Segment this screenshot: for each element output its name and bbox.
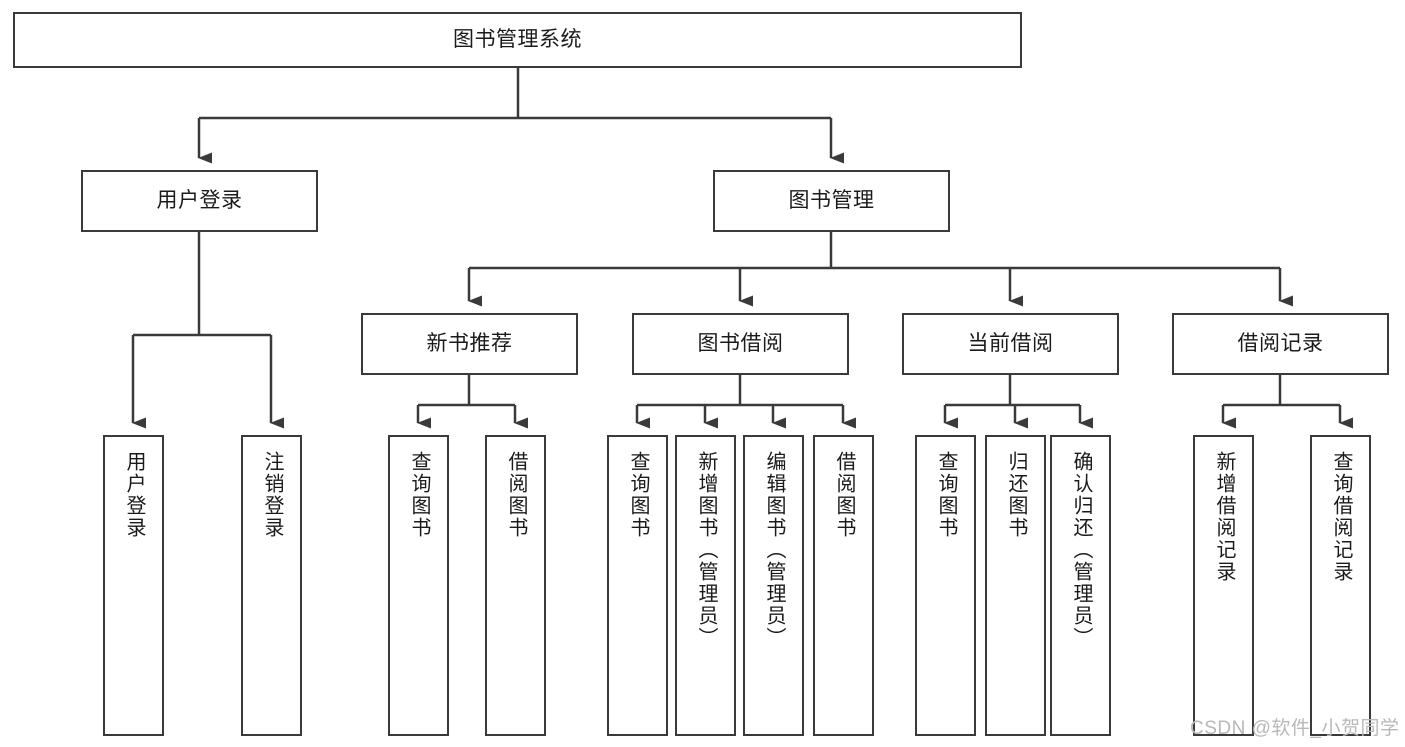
node-leaf-query-book-3-label: 查询图书 [935,451,957,539]
node-root-label: 图书管理系统 [453,27,582,51]
node-leaf-query-book-2[interactable]: 查询图书 [607,435,668,736]
node-leaf-borrow-book-2-label: 借阅图书 [833,451,855,539]
node-current-borrow[interactable]: 当前借阅 [902,313,1119,375]
node-leaf-add-book[interactable]: 新增图书（管理员） [675,435,736,736]
node-user-login[interactable]: 用户登录 [81,170,318,232]
node-leaf-add-record[interactable]: 新增借阅记录 [1193,435,1254,736]
node-leaf-query-record[interactable]: 查询借阅记录 [1310,435,1371,736]
node-leaf-add-record-label: 新增借阅记录 [1213,451,1235,583]
node-leaf-query-book-1[interactable]: 查询图书 [388,435,449,736]
node-book-manage-label: 图书管理 [788,188,875,212]
node-book-manage[interactable]: 图书管理 [713,170,950,232]
node-root[interactable]: 图书管理系统 [13,12,1022,68]
node-leaf-query-book-1-label: 查询图书 [408,451,430,539]
node-leaf-user-login-label: 用户登录 [123,451,145,539]
node-leaf-return-book[interactable]: 归还图书 [985,435,1046,736]
node-leaf-user-login[interactable]: 用户登录 [103,435,164,736]
node-leaf-add-book-label: 新增图书（管理员） [695,451,717,649]
csdn-watermark: CSDN @软件_小贺同学 [1190,718,1400,739]
node-leaf-logout-label: 注销登录 [261,451,283,539]
node-borrow-record[interactable]: 借阅记录 [1172,313,1389,375]
node-book-borrow[interactable]: 图书借阅 [632,313,849,375]
node-new-book-rec-label: 新书推荐 [426,331,513,355]
node-leaf-return-book-label: 归还图书 [1005,451,1027,539]
node-leaf-edit-book[interactable]: 编辑图书（管理员） [743,435,804,736]
node-user-login-label: 用户登录 [156,188,243,212]
node-new-book-rec[interactable]: 新书推荐 [361,313,578,375]
node-leaf-logout[interactable]: 注销登录 [241,435,302,736]
node-current-borrow-label: 当前借阅 [967,331,1054,355]
node-leaf-edit-book-label: 编辑图书（管理员） [763,451,785,649]
node-leaf-borrow-book-2[interactable]: 借阅图书 [813,435,874,736]
node-leaf-borrow-book-1-label: 借阅图书 [505,451,527,539]
node-leaf-confirm-return[interactable]: 确认归还（管理员） [1050,435,1111,736]
node-leaf-confirm-return-label: 确认归还（管理员） [1070,451,1092,649]
node-leaf-query-record-label: 查询借阅记录 [1330,451,1352,583]
node-book-borrow-label: 图书借阅 [697,331,784,355]
node-leaf-query-book-2-label: 查询图书 [627,451,649,539]
node-leaf-borrow-book-1[interactable]: 借阅图书 [485,435,546,736]
node-leaf-query-book-3[interactable]: 查询图书 [915,435,976,736]
node-borrow-record-label: 借阅记录 [1237,331,1324,355]
